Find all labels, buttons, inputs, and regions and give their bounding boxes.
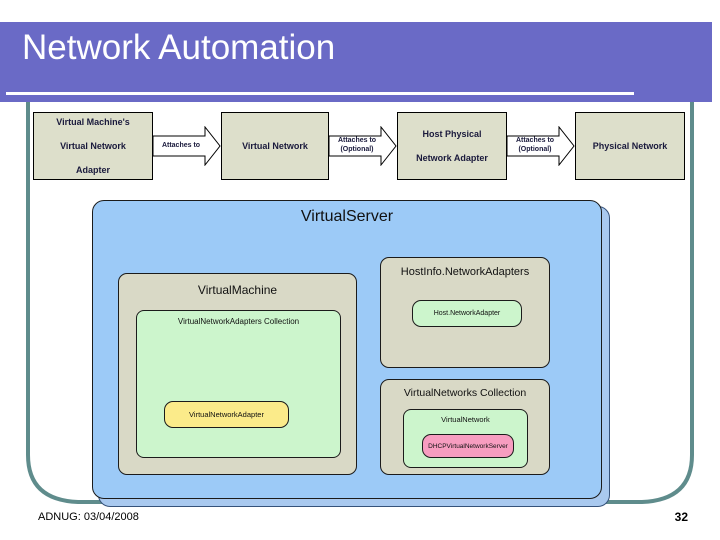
- slide-number: 32: [674, 510, 688, 524]
- virtual-server-diagram: VirtualServer VirtualMachine VirtualNetw…: [92, 200, 610, 507]
- flow-box-line: Virtual Network: [242, 140, 308, 151]
- flow-arrow-attaches-to-optional-2: Attaches to (Optional): [507, 126, 575, 166]
- flow-arrow-label: Attaches to: [515, 137, 555, 145]
- virtual-network-adapters-collection-label: VirtualNetworkAdapters Collection: [177, 317, 300, 326]
- flow-box-physical-network: Physical Network: [575, 112, 685, 180]
- title-underline: [6, 92, 634, 95]
- hostinfo-network-adapters-container: HostInfo.NetworkAdapters Host.NetworkAda…: [380, 257, 550, 368]
- flow-box-line: Physical Network: [592, 140, 668, 151]
- flow-arrow-attaches-to-optional-1: Attaches to (Optional): [329, 126, 397, 166]
- dhcp-virtual-network-server-node: DHCPVirtualNetworkServer: [422, 434, 514, 458]
- flow-arrow-label: (Optional): [340, 146, 374, 153]
- flow-arrow-label: (Optional): [518, 146, 552, 153]
- title-banner: [0, 22, 712, 102]
- footer-credit: ADNUG: 03/04/2008: [38, 511, 139, 523]
- virtual-networks-collection-label: VirtualNetworks Collection: [403, 387, 527, 399]
- virtual-network-label: VirtualNetwork: [441, 415, 490, 424]
- flow-arrow-label: Attaches to: [161, 141, 201, 149]
- host-network-adapter-node: Host.NetworkAdapter: [412, 300, 522, 327]
- flow-box-line: Virtual Machine's: [56, 116, 130, 127]
- virtual-server-label: VirtualServer: [300, 208, 394, 225]
- network-attachment-flow: Virtual Machine's Virtual Network Adapte…: [0, 112, 720, 184]
- flow-arrow-label: Attaches to: [337, 137, 377, 145]
- page-title: Network Automation: [22, 28, 336, 67]
- virtual-network-adapters-collection-container: VirtualNetworkAdapters Collection Virtua…: [136, 310, 341, 458]
- virtual-server-container: VirtualServer VirtualMachine VirtualNetw…: [92, 200, 602, 499]
- flow-box-line: Virtual Network: [60, 140, 126, 151]
- flow-box-line: Network Adapter: [416, 153, 488, 164]
- flow-box-host-physical-network-adapter: Host Physical Network Adapter: [397, 112, 507, 180]
- flow-box-vm-virtual-network-adapter: Virtual Machine's Virtual Network Adapte…: [33, 112, 153, 180]
- flow-box-line: Host Physical: [422, 128, 482, 139]
- flow-box-virtual-network: Virtual Network: [221, 112, 329, 180]
- virtual-networks-collection-container: VirtualNetworks Collection VirtualNetwor…: [380, 379, 550, 475]
- hostinfo-network-adapters-label: HostInfo.NetworkAdapters: [400, 266, 530, 278]
- virtual-machine-container: VirtualMachine VirtualNetworkAdapters Co…: [118, 273, 357, 475]
- flow-box-line: Adapter: [75, 165, 110, 176]
- virtual-network-adapter-node: VirtualNetworkAdapter: [164, 401, 289, 428]
- virtual-network-container: VirtualNetwork DHCPVirtualNetworkServer: [403, 409, 528, 468]
- flow-arrow-attaches-to-1: Attaches to: [153, 126, 221, 166]
- virtual-machine-label: VirtualMachine: [197, 283, 278, 297]
